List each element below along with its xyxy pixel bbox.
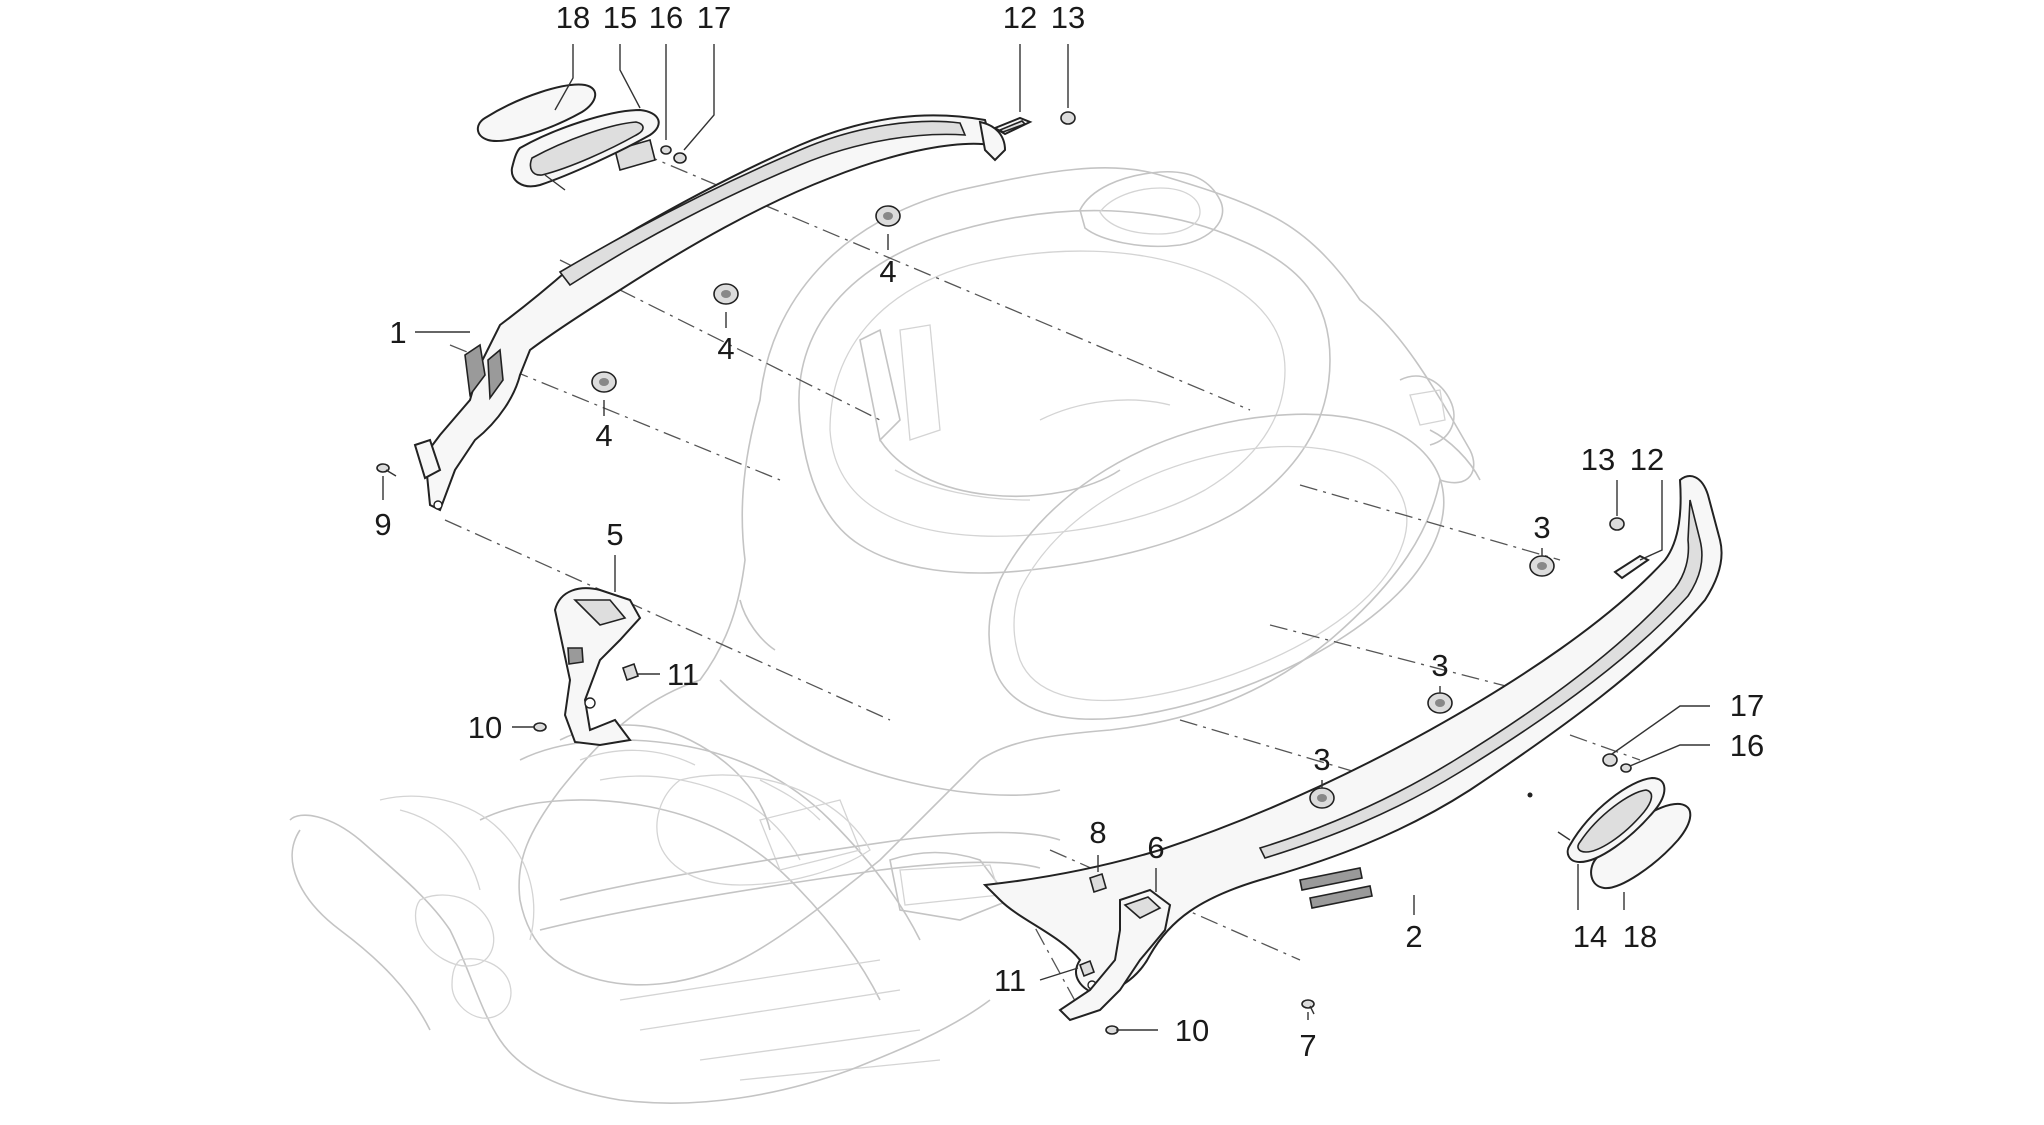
part-8-clip (1089, 872, 1107, 894)
part-4-grommet-c (591, 371, 617, 393)
label-17-top: 17 (697, 0, 731, 35)
label-4-c: 4 (595, 418, 612, 453)
part-15-badge-holder-left (510, 108, 660, 191)
label-4-b: 4 (717, 331, 734, 366)
part-12-clip-top (992, 116, 1033, 136)
label-7: 7 (1299, 1028, 1316, 1063)
part-2-right-trim (982, 475, 1723, 997)
part-13-nut-right (1609, 517, 1625, 531)
part-10-screw-left (533, 722, 547, 732)
label-13-top: 13 (1051, 0, 1085, 35)
label-10-right: 10 (1175, 1013, 1209, 1048)
part-14-badge-holder-right (1557, 776, 1666, 864)
label-5: 5 (606, 517, 623, 552)
label-11-left: 11 (667, 657, 699, 692)
label-16-top: 16 (649, 0, 683, 35)
label-3-b: 3 (1431, 648, 1448, 683)
part-12-clip-right (1613, 554, 1650, 580)
part-17-nut-right (1602, 753, 1618, 767)
label-11-right: 11 (994, 963, 1026, 998)
part-18-badge-left (476, 83, 597, 142)
label-1: 1 (389, 315, 406, 350)
part-3-grommet-a (1529, 555, 1555, 577)
part-6-inner-bracket-right (1058, 888, 1172, 1022)
label-16-right: 16 (1730, 728, 1764, 763)
label-17-right: 17 (1730, 688, 1764, 723)
part-4-grommet-b (713, 283, 739, 305)
label-12-right: 12 (1630, 442, 1664, 477)
part-16-washer-right (1620, 763, 1632, 773)
label-13-right: 13 (1581, 442, 1615, 477)
scooter-body-frame (289, 166, 1481, 1104)
label-12-top: 12 (1003, 0, 1037, 35)
part-1-left-trim (413, 114, 1007, 512)
part-3-grommet-c (1309, 787, 1335, 809)
label-4-a: 4 (879, 254, 896, 289)
label-18-bottom: 18 (1623, 919, 1657, 954)
part-11-clip-left (621, 662, 640, 682)
label-3-c: 3 (1313, 742, 1330, 777)
leader-lines (382, 44, 1710, 1031)
part-5-inner-bracket-left (553, 587, 642, 747)
label-3-a: 3 (1533, 510, 1550, 545)
label-2: 2 (1405, 919, 1422, 954)
part-13-nut-top (1060, 111, 1076, 125)
part-labels: 18 15 16 17 12 13 1 4 4 4 9 5 11 10 13 1… (374, 0, 1764, 1063)
label-15: 15 (603, 0, 637, 35)
label-14: 14 (1573, 919, 1607, 954)
part-11-clip-right (1078, 959, 1096, 978)
label-10-left: 10 (468, 710, 502, 745)
part-3-grommet-b (1427, 692, 1453, 714)
label-9: 9 (374, 507, 391, 542)
label-18-top: 18 (556, 0, 590, 35)
label-6: 6 (1147, 830, 1164, 865)
label-8: 8 (1089, 815, 1106, 850)
part-9-screw (376, 463, 397, 477)
part-4-grommet-a (875, 205, 901, 227)
part-16-washer-top (660, 145, 672, 155)
part-7-screw (1301, 999, 1315, 1015)
part-17-nut-top (673, 152, 687, 164)
